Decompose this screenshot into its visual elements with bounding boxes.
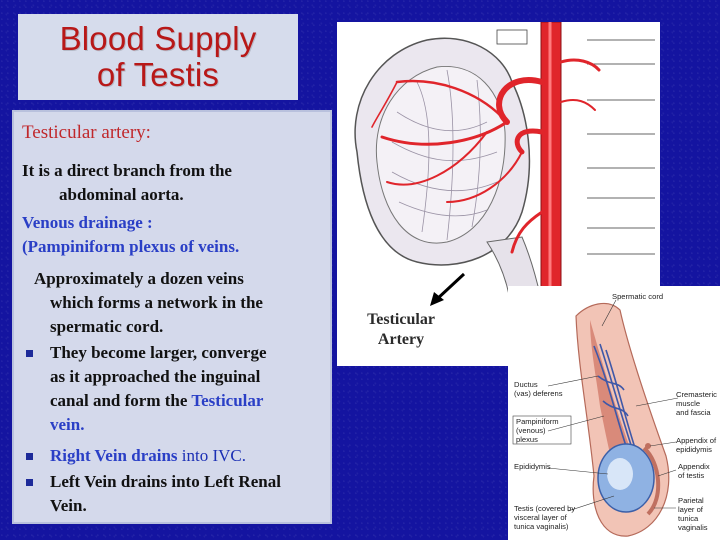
testicular-vein-highlight: vein. <box>50 415 85 434</box>
testicular-artery-heading: Testicular artery: <box>22 122 151 143</box>
label-appendix-epididymis: Appendix of <box>676 436 717 445</box>
label-epididymis: Epididymis <box>514 462 551 471</box>
label-spermatic-cord: Spermatic cord <box>612 292 664 301</box>
label-cremasteric: and fascia <box>676 408 711 417</box>
figure-caption: Testicular Artery <box>358 310 444 350</box>
label-testis: tunica vaginalis) <box>514 522 569 531</box>
paragraph-line: which forms a network in the <box>50 293 263 312</box>
spermatic-cord-illustration <box>512 299 679 537</box>
paragraph-line: spermatic cord. <box>50 317 164 336</box>
pampiniform-line: (Pampiniform plexus of veins. <box>22 237 240 256</box>
paragraph-line: It is a direct branch from the <box>22 161 232 180</box>
bullet-3-line: Vein. <box>50 496 87 515</box>
caption-line-2: Artery <box>377 331 425 348</box>
label-cremasteric: Cremasteric <box>676 390 717 399</box>
bullet-1-text: canal and form the <box>50 391 192 410</box>
label-appendix-testis: of testis <box>678 471 705 480</box>
bullet-1-line: canal and form the Testicular <box>50 390 263 412</box>
bullet-1-line: as it approached the inguinal <box>50 367 261 386</box>
venous-drainage-heading: Venous drainage : <box>22 213 153 232</box>
label-parietal: tunica <box>678 514 699 523</box>
bullet-3-line: Left Vein drains into Left Renal <box>50 472 281 491</box>
label-parietal: Parietal <box>678 496 704 505</box>
label-pampiniform: (venous) <box>516 426 546 435</box>
label-parietal: layer of <box>678 505 703 514</box>
right-vein-highlight: Right Vein drains <box>50 446 178 465</box>
bullet-2-line: Right Vein drains into IVC. <box>50 445 246 467</box>
testicular-vein-highlight: Testicular <box>191 391 264 410</box>
title-line-1: Blood Supply <box>59 20 257 57</box>
bullet-icon <box>26 350 33 357</box>
title-line-2: of Testis <box>96 56 220 93</box>
testicular-artery-illustration <box>337 21 660 367</box>
spermatic-cord-diagram: Spermatic cord Ductus (vas) deferens Pam… <box>508 286 720 540</box>
bullet-icon <box>26 479 33 486</box>
label-ductus: Ductus <box>514 380 538 389</box>
title-box: Blood Supply of Testis <box>18 14 298 100</box>
label-appendix-epididymis: epididymis <box>676 445 712 454</box>
bullet-1-line: They become larger, converge <box>50 343 267 362</box>
paragraph-line: Approximately a dozen veins <box>34 269 244 288</box>
bullet-2-text: into IVC. <box>177 446 247 465</box>
paragraph-line: abdominal aorta. <box>59 185 184 204</box>
pointer-arrow-icon <box>430 272 466 306</box>
label-appendix-testis: Appendix <box>678 462 710 471</box>
label-cremasteric: muscle <box>676 399 701 408</box>
bullet-icon <box>26 453 33 460</box>
label-testis: visceral layer of <box>514 513 567 522</box>
caption-line-1: Testicular <box>367 311 435 328</box>
label-ductus: (vas) deferens <box>514 389 563 398</box>
label-testis: Testis (covered by <box>514 504 576 513</box>
label-pampiniform: Pampiniform <box>516 417 559 426</box>
label-pampiniform: plexus <box>516 435 538 444</box>
label-parietal: vaginalis <box>678 523 708 532</box>
text-panel: Testicular artery: It is a direct branch… <box>12 110 332 524</box>
